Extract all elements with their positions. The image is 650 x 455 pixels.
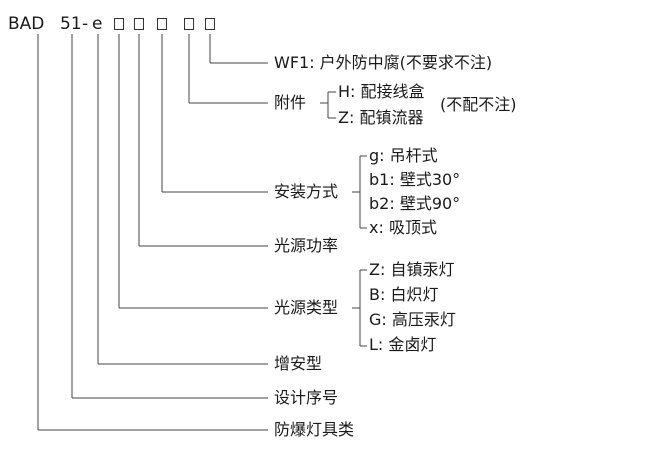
model-prefix: BAD xyxy=(8,14,45,34)
mounting-option-x: x: 吸顶式 xyxy=(369,218,437,237)
source-type-option-b: B: 白炽灯 xyxy=(369,285,439,304)
design-no-label: 设计序号 xyxy=(274,388,339,407)
code-slot-accessory xyxy=(184,18,194,30)
accessory-note: (不配不注) xyxy=(440,95,517,114)
mounting-option-b2: b2: 壁式90° xyxy=(369,194,461,213)
code-slot-wf1 xyxy=(205,18,215,30)
accessory-label: 附件 xyxy=(274,93,307,112)
model-letter: e xyxy=(92,14,103,34)
code-slot-source-type xyxy=(114,18,124,30)
source-type-label: 光源类型 xyxy=(274,298,339,317)
source-type-option-z: Z: 自镇汞灯 xyxy=(369,260,455,279)
power-label: 光源功率 xyxy=(274,236,339,255)
mounting-option-b1: b1: 壁式30° xyxy=(369,170,461,189)
model-dash: - xyxy=(82,14,89,34)
accessory-option-h: H: 配接线盒 xyxy=(338,82,425,101)
code-slot-mounting xyxy=(157,18,167,30)
wf1-label: WF1: 户外防中腐(不要求不注) xyxy=(274,53,493,72)
source-type-option-l: L: 金卤灯 xyxy=(369,335,437,354)
code-slot-power xyxy=(134,18,144,30)
mounting-label: 安装方式 xyxy=(274,182,339,201)
source-type-option-g: G: 高压汞灯 xyxy=(369,310,456,329)
model-number: 51 xyxy=(60,14,82,34)
explosion-proof-label: 防爆灯具类 xyxy=(274,420,355,439)
mounting-option-g: g: 吊杆式 xyxy=(369,146,438,165)
increased-safety-label: 增安型 xyxy=(274,354,323,373)
accessory-option-z: Z: 配镇流器 xyxy=(338,108,424,127)
